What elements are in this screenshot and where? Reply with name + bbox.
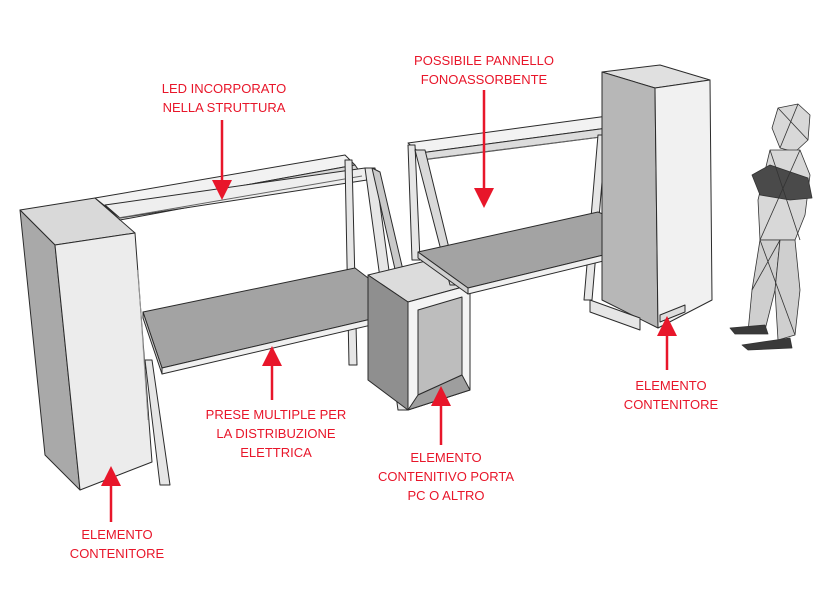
label-pc: ELEMENTO CONTENITIVO PORTA PC O ALTRO <box>378 448 514 505</box>
left-top-frame <box>94 154 381 221</box>
figure-head <box>771 103 811 153</box>
figure-feet <box>729 324 769 335</box>
label-prese-line2: LA DISTRIBUZIONE <box>216 426 336 441</box>
label-cont-left-line2: CONTENITORE <box>69 546 165 561</box>
label-cont-left: ELEMENTO CONTENITORE <box>70 525 164 563</box>
label-prese: PRESE MULTIPLE PER LA DISTRIBUZIONE ELET… <box>206 405 347 462</box>
figure-arms <box>751 164 813 201</box>
label-led-line2: NELLA STRUTTURA <box>162 100 286 115</box>
label-cont-right: ELEMENTO CONTENITORE <box>624 376 718 414</box>
label-fono: POSSIBILE PANNELLO FONOASSORBENTE <box>414 51 554 89</box>
label-led-line1: LED INCORPORATO <box>161 81 287 96</box>
left-desk <box>142 267 411 375</box>
label-prese-line1: PRESE MULTIPLE PER <box>205 407 347 422</box>
label-led: LED INCORPORATO NELLA STRUTTURA <box>162 79 286 117</box>
label-fono-line2: FONOASSORBENTE <box>420 72 548 87</box>
label-prese-line3: ELETTRICA <box>240 445 312 460</box>
label-cont-right-line2: CONTENITORE <box>623 397 719 412</box>
label-pc-line3: PC O ALTRO <box>407 488 485 503</box>
label-fono-line1: POSSIBILE PANNELLO <box>414 53 554 68</box>
left-cabinet-front <box>54 232 153 491</box>
left-storage-cabinet <box>19 197 153 491</box>
label-cont-right-line1: ELEMENTO <box>635 378 707 393</box>
right-cabinet-front <box>601 71 659 329</box>
right-storage-cabinet <box>589 64 713 331</box>
label-pc-line2: CONTENITIVO PORTA <box>377 469 515 484</box>
label-pc-line1: ELEMENTO <box>410 450 482 465</box>
label-cont-left-line1: ELEMENTO <box>81 527 153 542</box>
human-figure <box>729 103 813 351</box>
right-cabinet-side <box>654 79 713 329</box>
